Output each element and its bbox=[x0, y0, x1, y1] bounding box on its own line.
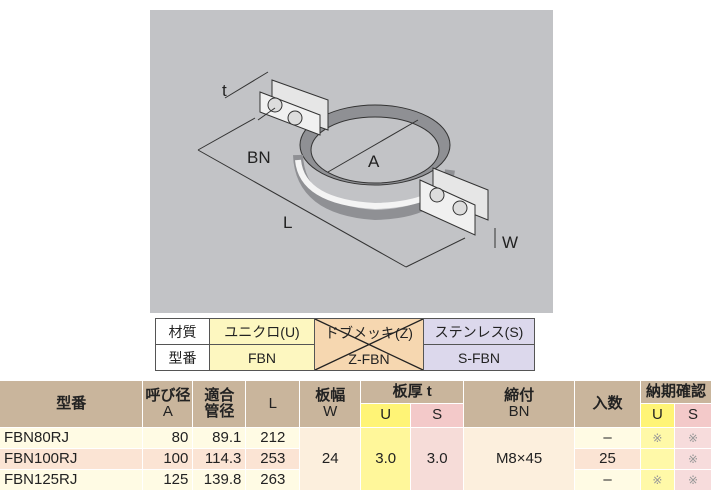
pipe-cell: 89.1 bbox=[192, 427, 247, 449]
header-quantity: 入数 bbox=[574, 381, 641, 428]
header-delivery-u: U bbox=[640, 403, 675, 428]
material-stainless: ステンレス(S) bbox=[423, 318, 535, 345]
l-cell: 212 bbox=[245, 427, 301, 449]
header-thickness: 板厚 t bbox=[360, 381, 465, 404]
material-unichrome: ユニクロ(U) bbox=[209, 318, 315, 345]
material-galvanized-cell: ドブメッキ(Z) Z-FBN bbox=[314, 318, 424, 371]
qty-cell: – bbox=[574, 469, 641, 491]
model-unichrome: FBN bbox=[209, 344, 315, 371]
l-cell: 263 bbox=[245, 469, 301, 491]
delivery-u-cell bbox=[640, 448, 675, 470]
model-galvanized: Z-FBN bbox=[348, 350, 390, 367]
width-cell: 24 bbox=[299, 427, 362, 491]
delivery-s-cell: ※ bbox=[674, 448, 712, 470]
header-delivery-s: S bbox=[674, 403, 712, 428]
header-l: L bbox=[245, 381, 301, 428]
model-cell: FBN80RJ bbox=[0, 427, 144, 449]
material-row: 材質 ユニクロ(U) ドブメッキ(Z) Z-FBN ステンレス(S) bbox=[155, 318, 535, 371]
header-delivery: 納期確認 bbox=[640, 381, 712, 404]
table-row: FBN125RJ 125 139.8 263 – ※ ※ bbox=[0, 469, 712, 491]
dim-label-t: t bbox=[222, 81, 227, 100]
pipe-cell: 114.3 bbox=[192, 448, 247, 470]
nominal-cell: 125 bbox=[142, 469, 194, 491]
bolt-cell: M8×45 bbox=[463, 427, 576, 491]
table-row: FBN80RJ 80 89.1 212 24 3.0 3.0 M8×45 – ※… bbox=[0, 427, 712, 491]
material-label: 材質 bbox=[155, 318, 210, 345]
model-row: 型番 FBN S-FBN bbox=[155, 344, 535, 371]
model-label: 型番 bbox=[155, 344, 210, 371]
dim-label-bn: BN bbox=[247, 148, 271, 167]
pipe-cell: 139.8 bbox=[192, 469, 247, 491]
model-stainless: S-FBN bbox=[423, 344, 535, 371]
nominal-cell: 100 bbox=[142, 448, 194, 470]
model-cell: FBN100RJ bbox=[0, 448, 144, 470]
delivery-s-cell: ※ bbox=[674, 469, 712, 491]
table-row: FBN100RJ 100 114.3 253 25 ※ bbox=[0, 448, 712, 470]
pipe-band-diagram: t BN A L W bbox=[197, 71, 518, 268]
cross-out-mark bbox=[315, 319, 423, 370]
dim-label-w: W bbox=[502, 233, 518, 252]
qty-cell: 25 bbox=[574, 448, 641, 470]
delivery-s-cell: ※ bbox=[674, 427, 712, 449]
thickness-u-cell: 3.0 bbox=[360, 427, 412, 491]
l-cell: 253 bbox=[245, 448, 301, 470]
nominal-cell: 80 bbox=[142, 427, 194, 449]
dim-label-l: L bbox=[283, 213, 292, 232]
delivery-u-cell: ※ bbox=[640, 427, 675, 449]
material-galvanized: ドブメッキ(Z) bbox=[325, 324, 413, 341]
material-table: 材質 ユニクロ(U) ドブメッキ(Z) Z-FBN ステンレス(S) 型番 FB… bbox=[155, 318, 535, 371]
header-thickness-u: U bbox=[360, 403, 412, 428]
thickness-s-cell: 3.0 bbox=[410, 427, 465, 491]
qty-cell: – bbox=[574, 427, 641, 449]
header-model: 型番 bbox=[0, 381, 144, 428]
delivery-u-cell: ※ bbox=[640, 469, 675, 491]
dim-label-a: A bbox=[368, 152, 380, 171]
header-pipe-diameter: 適合管径 bbox=[192, 381, 247, 428]
model-cell: FBN125RJ bbox=[0, 469, 144, 491]
product-diagram-panel: t BN A L W bbox=[150, 10, 553, 313]
header-thickness-s: S bbox=[410, 403, 465, 428]
